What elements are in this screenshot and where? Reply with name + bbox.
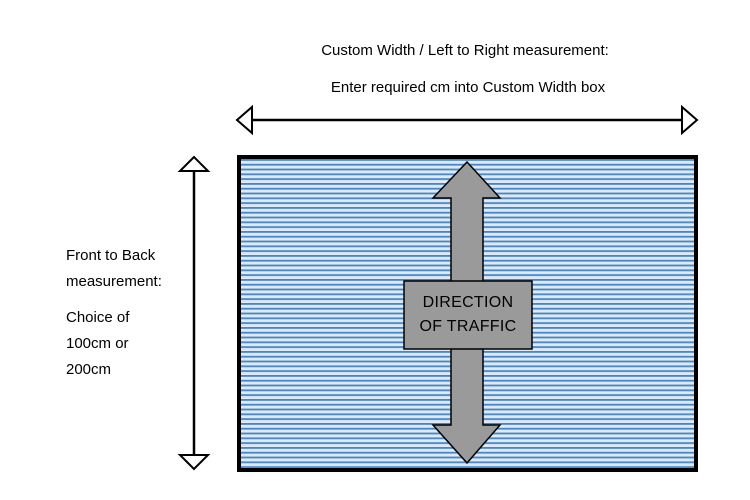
depth-title-line1: Front to Back: [66, 247, 156, 264]
traffic-label-line2: OF TRAFFIC: [419, 318, 517, 335]
width-title: Custom Width / Left to Right measurement…: [321, 42, 609, 59]
depth-double-arrow: [177, 155, 211, 471]
traffic-label: DIRECTION OF TRAFFIC: [404, 281, 532, 349]
depth-choice-line1: Choice of: [66, 309, 130, 326]
width-double-arrow: [235, 104, 699, 136]
traffic-label-box: [403, 280, 533, 350]
depth-choice-line2: 100cm or: [66, 335, 129, 352]
width-instruction: Enter required cm into Custom Width box: [330, 79, 606, 96]
depth-title-line2: measurement:: [66, 273, 162, 290]
traffic-label-line1: DIRECTION: [422, 294, 514, 311]
depth-choice-line3: 200cm: [66, 361, 112, 378]
